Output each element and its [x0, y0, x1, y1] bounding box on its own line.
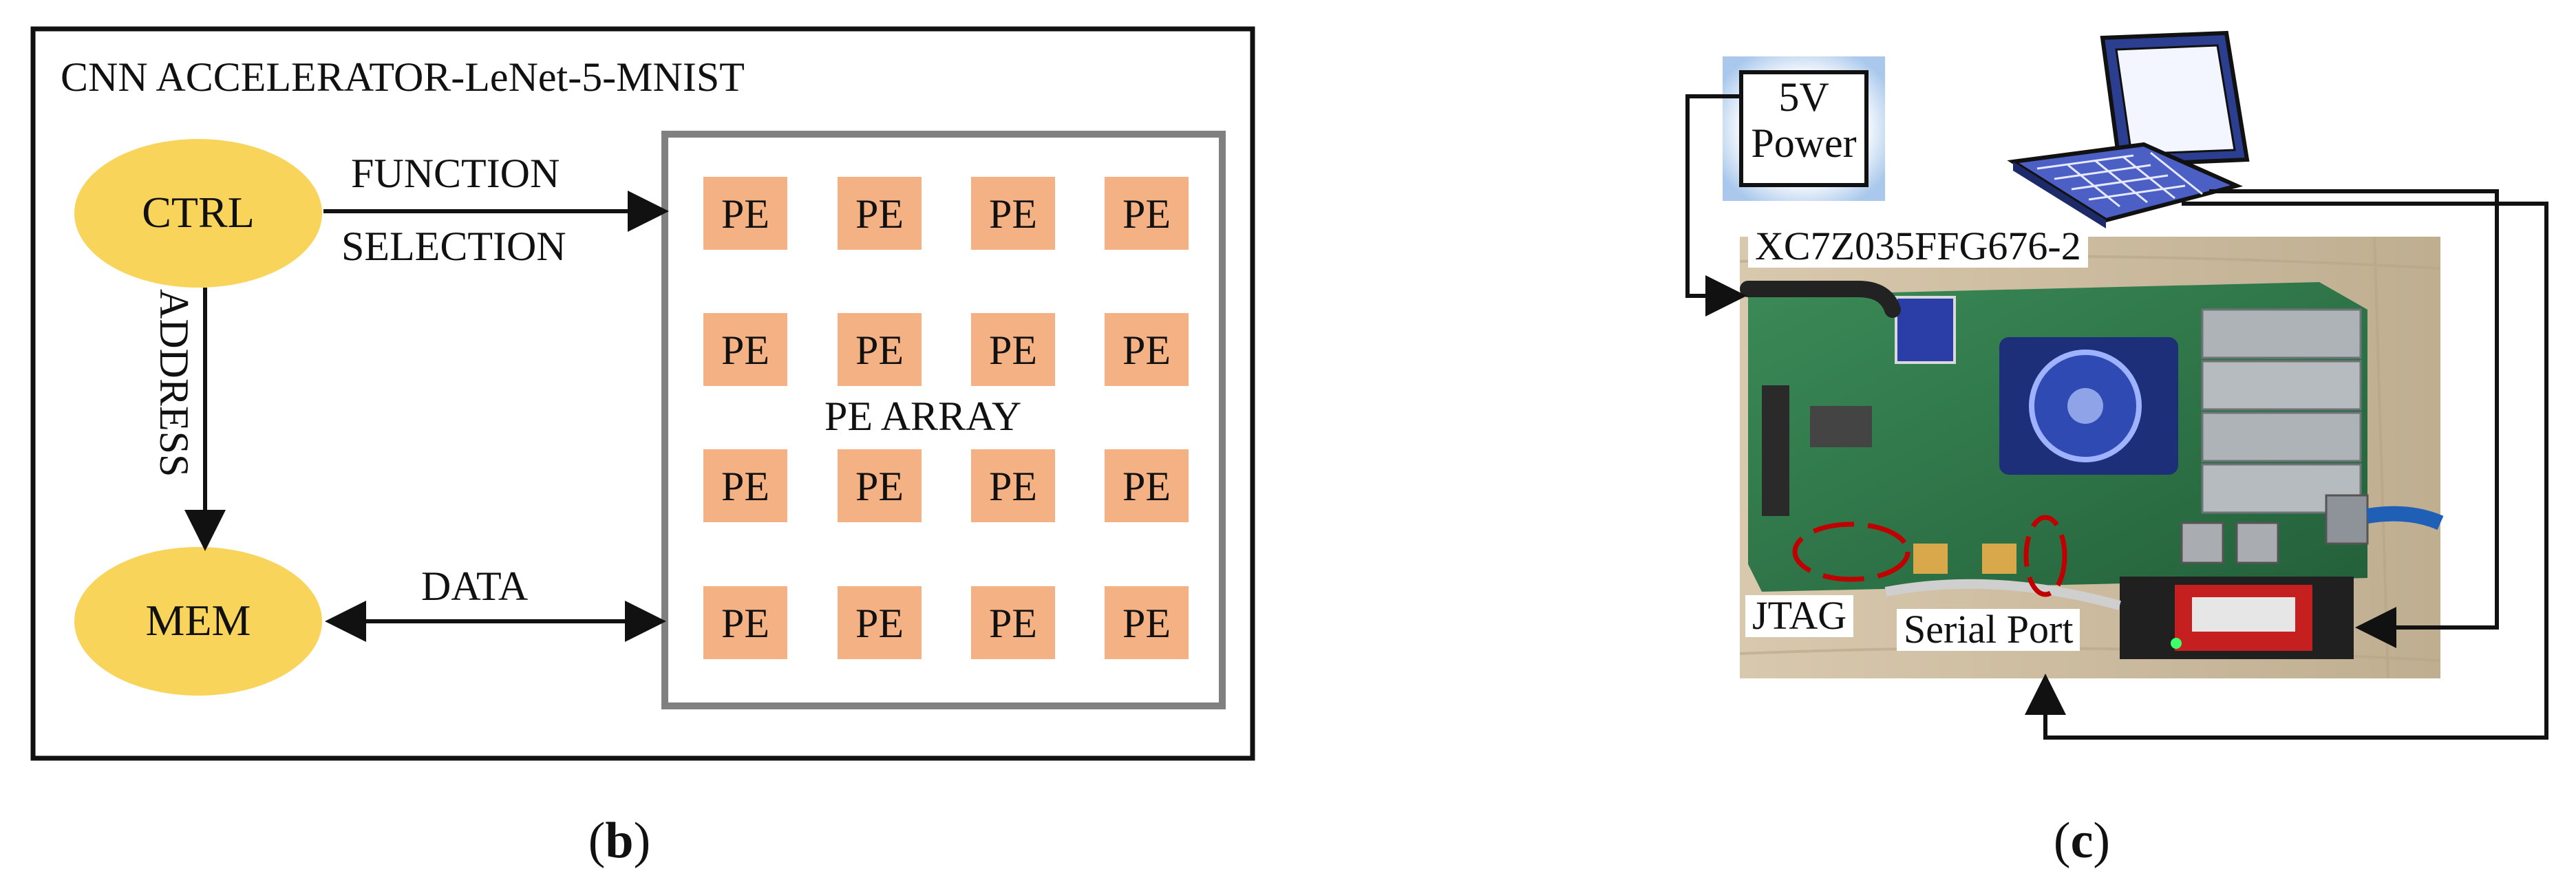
- selection-label: SELECTION: [341, 224, 566, 269]
- pe-grid: [703, 177, 1189, 659]
- small-display: [1895, 296, 1956, 364]
- pe-cell-label: PE: [1122, 464, 1171, 509]
- panel-b: [30, 26, 1255, 761]
- function-label: FUNCTION: [351, 151, 560, 196]
- pe-cell: [838, 449, 922, 522]
- accelerator-title: CNN ACCELERATOR-LeNet-5-MNIST: [61, 54, 745, 100]
- hdmi-port: [1982, 544, 2016, 574]
- pe-cell-label: PE: [988, 191, 1038, 237]
- usb-port: [2180, 522, 2224, 564]
- caption-b-letter: b: [605, 813, 634, 869]
- board-part-label: XC7Z035FFG676-2: [1748, 225, 2088, 268]
- caption-c-open: (: [2053, 813, 2071, 869]
- pe-cell-label: PE: [721, 601, 770, 646]
- panel-c: [1685, 30, 2548, 740]
- fmc-header: [1810, 406, 1872, 447]
- status-led: [2171, 638, 2182, 649]
- fmc-header: [1762, 385, 1789, 516]
- pe-cell-label: PE: [855, 464, 904, 509]
- laptop-to-jtag-line: [2209, 189, 2499, 648]
- caption-b-open: (: [588, 813, 606, 869]
- jtag-highlight: [1792, 522, 1910, 582]
- address-label: ADDRESS: [151, 289, 197, 477]
- caption-b-close: ): [633, 813, 651, 869]
- pe-cell: [971, 586, 1055, 659]
- mem-label: MEM: [145, 596, 251, 645]
- serial-port-label: Serial Port: [1897, 608, 2080, 651]
- caption-c-close: ): [2093, 813, 2111, 869]
- ethernet-port: [2325, 494, 2369, 545]
- ethernet-cable: [2366, 506, 2444, 530]
- pe-cell-label: PE: [1122, 191, 1171, 237]
- mem-node: [74, 547, 322, 696]
- pe-cell: [703, 177, 787, 250]
- power-label: 5V Power: [1741, 74, 1866, 167]
- power-to-board-line: [1685, 94, 1747, 316]
- pe-cell-label: PE: [855, 191, 904, 237]
- pe-cell-label: PE: [988, 328, 1038, 373]
- fan-hub: [2067, 388, 2103, 424]
- pe-cell: [703, 586, 787, 659]
- data-label: DATA: [421, 563, 529, 609]
- caption-c: (c): [2013, 812, 2151, 870]
- pe-cell-label: PE: [1122, 328, 1171, 373]
- pe-cell: [971, 449, 1055, 522]
- serial-port-highlight: [2023, 515, 2067, 597]
- caption-c-letter: c: [2070, 813, 2094, 869]
- power-cable: [1740, 281, 1901, 318]
- pe-cell: [703, 313, 787, 386]
- pe-cell: [971, 177, 1055, 250]
- laptop-icon: [2007, 30, 2250, 228]
- power-box: [1739, 70, 1869, 187]
- power-label-line2: Power: [1751, 120, 1857, 167]
- pe-cell-label: PE: [721, 464, 770, 509]
- pe-cell-label: PE: [988, 464, 1038, 509]
- pe-cell: [1105, 586, 1189, 659]
- jtag-label: JTAG: [1745, 594, 1854, 637]
- laptop-base-edge: [2013, 162, 2106, 228]
- ctrl-node: [74, 139, 322, 288]
- jtag-ribbon: [1884, 579, 2121, 610]
- pe-array-label: PE ARRAY: [820, 393, 1026, 440]
- sfp-cage: [2201, 360, 2362, 411]
- pe-cell-label: PE: [1122, 601, 1171, 646]
- pe-cell-label: PE: [855, 328, 904, 373]
- pe-cell: [838, 313, 922, 386]
- pe-cell-label: PE: [855, 601, 904, 646]
- laptop-keys: [2036, 151, 2203, 208]
- pe-cell: [1105, 177, 1189, 250]
- pe-cell-label: PE: [721, 328, 770, 373]
- pe-cell-label: PE: [988, 601, 1038, 646]
- sfp-cage: [2201, 308, 2362, 359]
- board-photo: [1739, 236, 2444, 679]
- ctrl-label: CTRL: [142, 188, 255, 237]
- pe-cell: [703, 449, 787, 522]
- jtag-cable-sticker: [2192, 597, 2295, 632]
- sfp-cage: [2201, 411, 2362, 462]
- laptop-screen-inner: [2115, 44, 2236, 155]
- pe-cell: [838, 177, 922, 250]
- pe-cell-label: PE: [721, 191, 770, 237]
- usb-port: [2235, 522, 2279, 564]
- sfp-cages: [2201, 308, 2362, 514]
- laptop-to-serial-line: [2025, 202, 2548, 740]
- pe-cell: [971, 313, 1055, 386]
- pe-cell: [838, 586, 922, 659]
- hdmi-port: [1913, 544, 1948, 574]
- power-label-line1: 5V: [1778, 74, 1829, 120]
- caption-b: (b): [551, 812, 688, 870]
- pe-cell: [1105, 313, 1189, 386]
- pe-cell: [1105, 449, 1189, 522]
